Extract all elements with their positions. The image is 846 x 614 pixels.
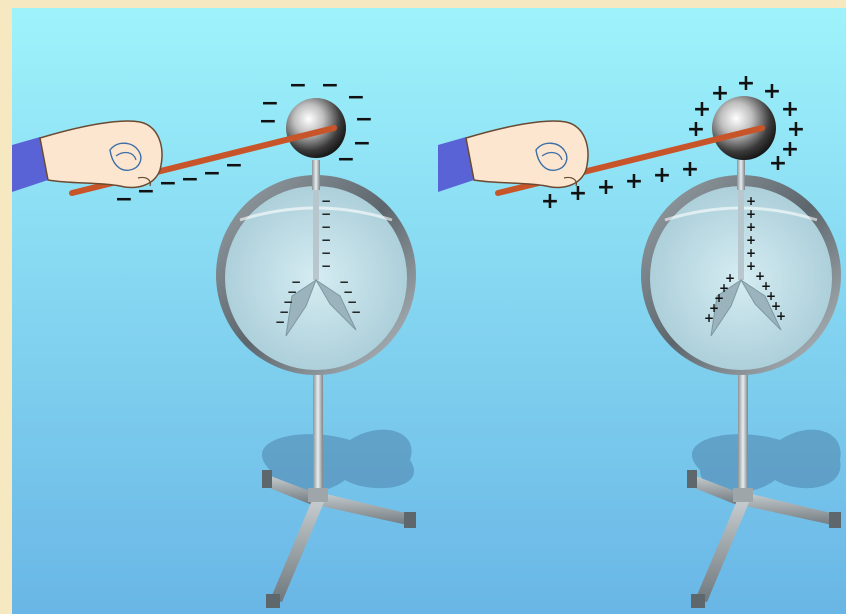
charge-label: + [681,157,699,182]
charge-label: − [225,153,243,178]
charge-label: − [289,73,307,98]
charge-label: + [569,181,587,206]
charge-label: + [746,207,756,221]
charge-label: − [321,207,331,221]
charge-label: + [711,81,729,106]
charge-label: + [737,71,755,96]
charge-label: − [321,73,339,98]
charge-label: − [137,179,155,204]
charge-label: − [321,246,331,260]
charge-label: + [776,309,786,323]
charge-label: − [259,109,277,134]
charge-label: − [181,167,199,192]
charge-label: + [746,194,756,208]
charge-label: − [275,315,285,329]
charge-label: − [321,259,331,273]
charge-label: − [115,187,133,212]
charge-label: + [687,117,705,142]
charge-label: + [541,189,559,214]
charge-label: + [746,246,756,260]
charge-label: + [625,169,643,194]
charge-label: − [353,131,371,156]
charge-label: − [337,147,355,172]
charge-label: + [653,163,671,188]
charge-label: + [597,175,615,200]
charge-label: − [159,171,177,196]
shadow [692,430,841,493]
charge-label: + [769,151,787,176]
charge-label: + [746,220,756,234]
charge-label: − [321,220,331,234]
charge-label: − [321,233,331,247]
charge-label: + [704,311,714,325]
charge-label: − [203,161,221,186]
charge-label: − [321,194,331,208]
charge-label: + [746,233,756,247]
charge-label: − [351,305,361,319]
charge-label: − [355,107,373,132]
charge-label: + [763,79,781,104]
